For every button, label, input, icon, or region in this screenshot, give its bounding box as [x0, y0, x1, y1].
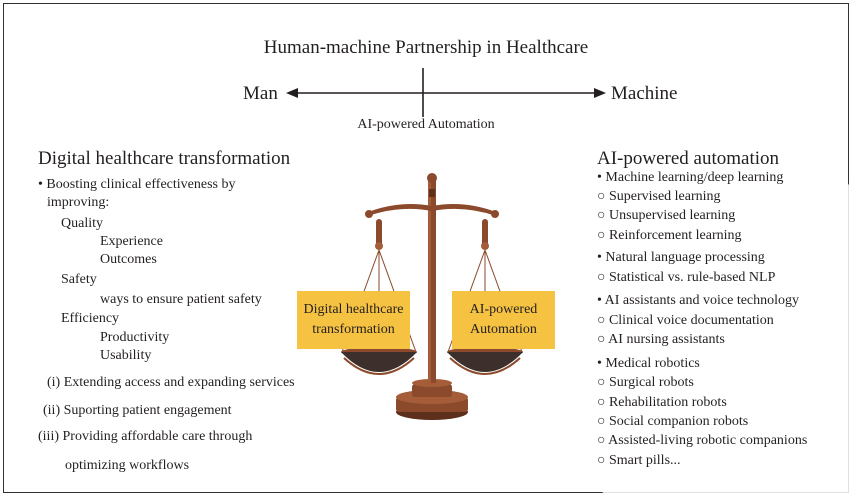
right-line: ○ Surgical robots	[597, 375, 694, 390]
right-line: ○ Assisted-living robotic companions	[597, 433, 808, 448]
left-arrowhead-icon	[286, 88, 298, 98]
right-arrowhead-icon	[594, 88, 606, 98]
left-line: Efficiency	[61, 311, 120, 326]
left-line: (iii) Providing affordable care through	[38, 429, 253, 444]
left-pan-label: Digital healthcare transformation	[297, 291, 410, 349]
right-line: ○ Smart pills...	[597, 453, 681, 468]
axis-label-man: Man	[243, 83, 278, 104]
right-pan-label: AI-powered Automation	[452, 291, 555, 349]
left-pan-label-line: transformation	[312, 322, 395, 337]
right-line: ○ Supervised learning	[597, 189, 721, 204]
left-line: Safety	[61, 272, 97, 287]
right-line: ○ Social companion robots	[597, 414, 749, 429]
left-line: ways to ensure patient safety	[100, 292, 262, 307]
left-line: Experience	[100, 234, 163, 249]
right-line: ○ Statistical vs. rule-based NLP	[597, 270, 776, 285]
left-line: Usability	[100, 348, 152, 363]
left-line: (ii) Suporting patient engagement	[43, 403, 232, 418]
right-panel-heading: AI-powered automation	[597, 148, 780, 169]
left-pan-label-line: Digital healthcare	[303, 302, 404, 317]
left-line: Productivity	[100, 330, 170, 345]
right-pan-label-line: AI-powered	[469, 302, 538, 317]
left-panel-heading: Digital healthcare transformation	[38, 148, 291, 169]
right-line: ○ Rehabilitation robots	[597, 395, 727, 410]
right-line: • Medical robotics	[597, 356, 700, 371]
left-line: (i) Extending access and expanding servi…	[47, 375, 295, 390]
left-line: • Boosting clinical effectiveness by	[38, 177, 236, 192]
axis-label-machine: Machine	[611, 83, 678, 104]
right-line: ○ Unsupervised learning	[597, 208, 736, 223]
left-line: Outcomes	[100, 252, 157, 267]
right-line: ○ Reinforcement learning	[597, 228, 742, 243]
axis-center-label: AI-powered Automation	[357, 117, 495, 132]
right-line: ○ AI nursing assistants	[597, 332, 725, 347]
figure-title: Human-machine Partnership in Healthcare	[263, 37, 589, 58]
right-line: • Natural language processing	[597, 250, 765, 265]
right-line: • Machine learning/deep learning	[597, 170, 784, 185]
right-line: • AI assistants and voice technology	[597, 293, 800, 308]
left-line: Quality	[61, 216, 103, 231]
right-pan-label-line: Automation	[470, 322, 537, 337]
right-line: ○ Clinical voice documentation	[597, 313, 774, 328]
left-line: optimizing workflows	[65, 458, 190, 473]
left-line: improving:	[47, 195, 110, 210]
